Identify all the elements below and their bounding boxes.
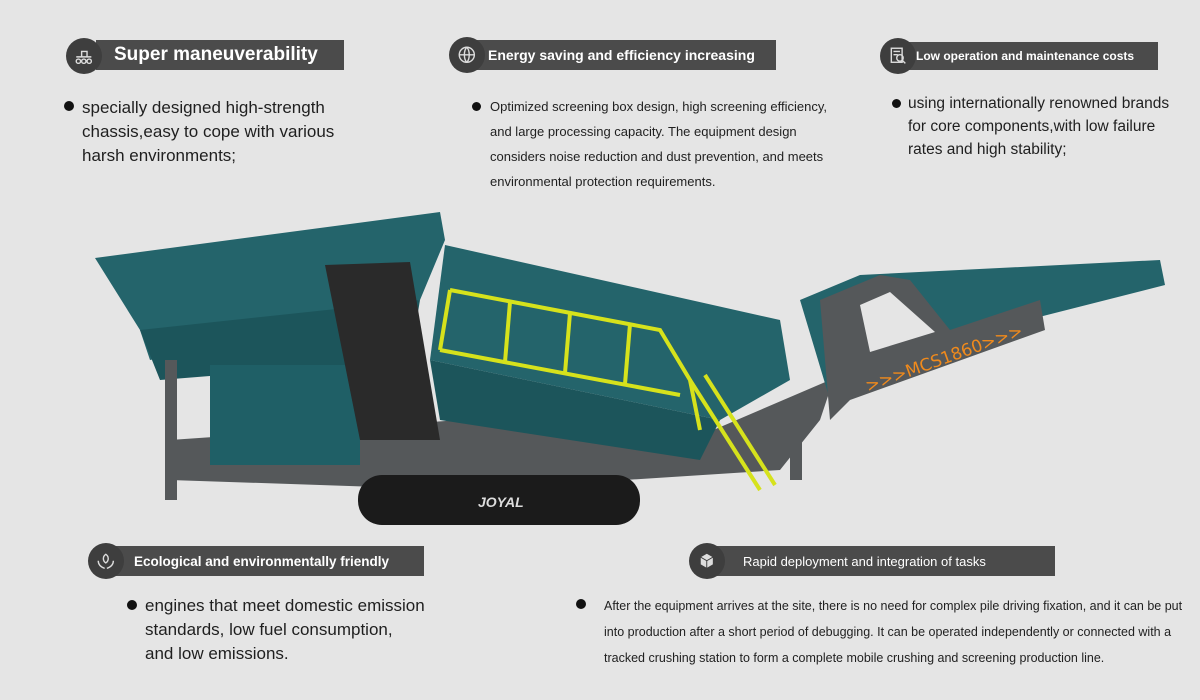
- feature-text-deployment: After the equipment arrives at the site,…: [604, 599, 1183, 665]
- bullet: [127, 600, 137, 610]
- bullet: [576, 599, 586, 609]
- brand-logo: JOYAL: [478, 494, 524, 510]
- feature-text-energy: Optimized screening box design, high scr…: [490, 99, 827, 189]
- bullet: [64, 101, 74, 111]
- feature-header-energy: Energy saving and efficiency increasing: [470, 40, 776, 70]
- feature-text-ecological: engines that meet domestic emission stan…: [145, 596, 425, 663]
- hands-leaf-icon: [88, 543, 124, 579]
- feature-text-maneuverability: specially designed high-strength chassis…: [82, 98, 335, 165]
- feature-header-deployment: Rapid deployment and integration of task…: [710, 546, 1055, 576]
- bullet: [472, 102, 481, 111]
- feature-header-maintenance: Low operation and maintenance costs: [900, 42, 1158, 70]
- feature-text-maintenance: using internationally renowned brands fo…: [908, 95, 1170, 158]
- eco-globe-icon: [449, 37, 485, 73]
- feature-header-maneuverability: Super maneuverability: [96, 40, 344, 70]
- bullet: [892, 99, 901, 108]
- rover-icon: [66, 38, 102, 74]
- document-search-icon: [880, 38, 916, 74]
- feature-header-ecological: Ecological and environmentally friendly: [110, 546, 424, 576]
- cube-icon: [689, 543, 725, 579]
